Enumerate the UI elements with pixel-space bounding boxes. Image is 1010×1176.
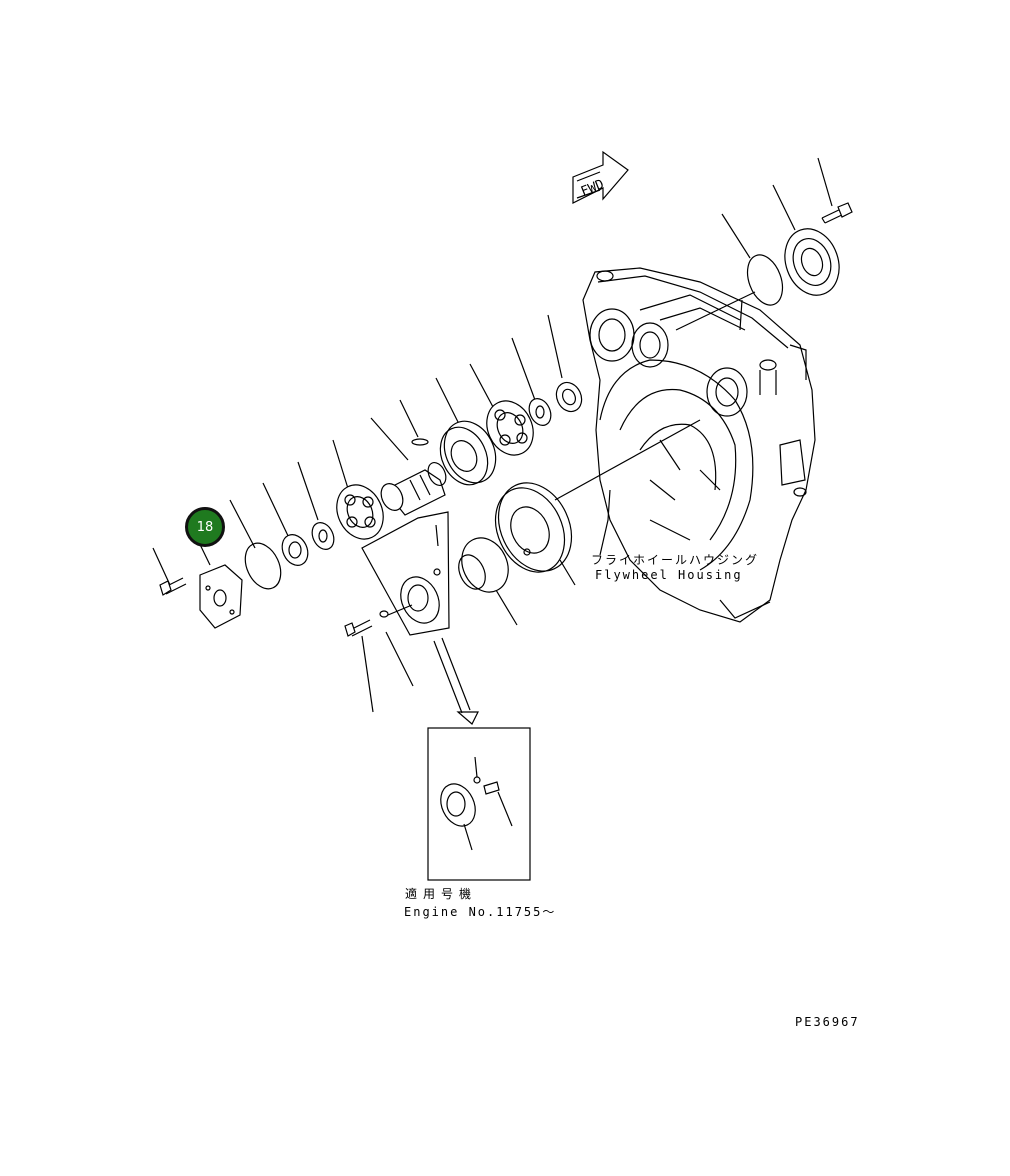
leader-lines [152,314,701,713]
rear-seal-parts [675,157,853,331]
housing-label-jp: フライホイールハウジング [591,553,760,567]
inset-detail-box [427,727,531,881]
housing-label-en: Flywheel Housing [595,568,743,582]
applicable-label-jp: 適用号機 [405,887,478,901]
fwd-arrow: FWD [572,150,629,204]
applicable-label-en: Engine No.11755～ [404,905,557,919]
callout-number: 18 [196,519,214,535]
flywheel-housing [582,267,816,623]
part-callout-18[interactable]: 18 [185,507,225,547]
pump-detail-group [344,511,479,725]
fwd-text: FWD [579,177,607,200]
drawing-number: PE36967 [795,1015,860,1029]
gear-train [159,381,583,629]
